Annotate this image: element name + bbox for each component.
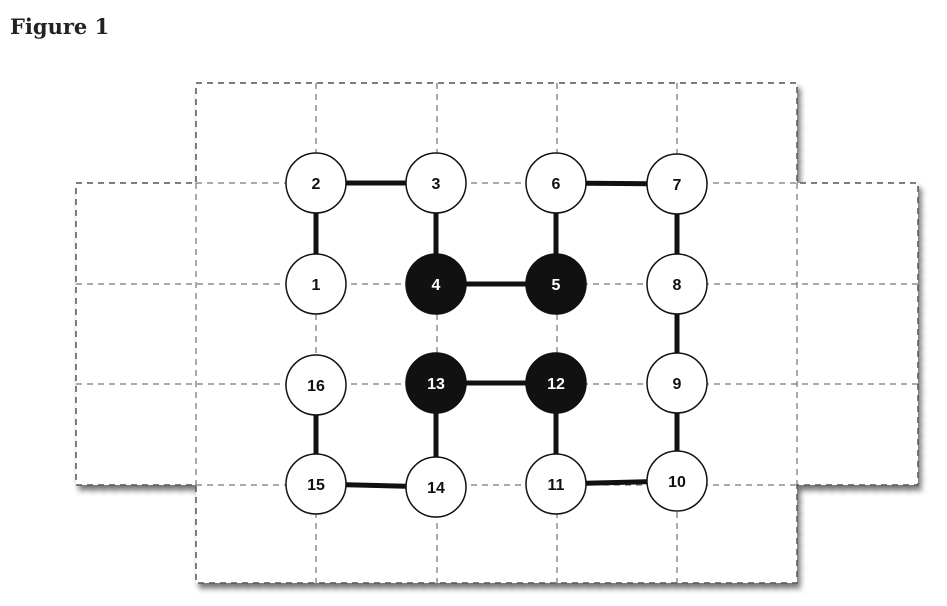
node-circle: [646, 352, 708, 414]
node-label: 7: [673, 177, 682, 194]
node-2: 2: [285, 152, 347, 214]
node-9: 9: [646, 352, 708, 414]
node-label: 16: [307, 378, 325, 395]
board-outline: [75, 82, 919, 584]
node-1: 1: [285, 253, 347, 315]
node-label: 6: [552, 176, 561, 193]
node-circle: [525, 253, 587, 315]
node-label: 3: [432, 176, 441, 193]
node-14: 14: [405, 456, 467, 518]
node-4: 4: [405, 253, 467, 315]
node-circle: [646, 450, 708, 512]
node-11: 11: [525, 453, 587, 515]
node-8: 8: [646, 253, 708, 315]
node-label: 9: [673, 376, 682, 393]
node-5: 5: [525, 253, 587, 315]
node-circle: [405, 352, 467, 414]
node-circle: [405, 253, 467, 315]
node-circle: [285, 453, 347, 515]
board: [75, 82, 919, 584]
figure-title: Figure 1: [10, 14, 110, 39]
node-label: 14: [427, 480, 445, 497]
node-12: 12: [525, 352, 587, 414]
node-label: 13: [427, 376, 445, 393]
node-label: 10: [668, 474, 686, 491]
node-label: 2: [312, 176, 321, 193]
node-circle: [285, 152, 347, 214]
node-circle: [525, 152, 587, 214]
node-circle: [405, 456, 467, 518]
node-label: 5: [552, 277, 561, 294]
node-circle: [646, 253, 708, 315]
node-label: 1: [312, 277, 321, 294]
node-15: 15: [285, 453, 347, 515]
node-label: 8: [673, 277, 682, 294]
node-circle: [405, 152, 467, 214]
node-label: 12: [547, 376, 565, 393]
node-3: 3: [405, 152, 467, 214]
node-label: 11: [548, 477, 565, 494]
node-label: 4: [432, 277, 441, 294]
node-circle: [525, 352, 587, 414]
node-circle: [525, 453, 587, 515]
node-circle: [646, 153, 708, 215]
node-10: 10: [646, 450, 708, 512]
node-circle: [285, 354, 347, 416]
node-label: 15: [307, 477, 325, 494]
node-16: 16: [285, 354, 347, 416]
node-13: 13: [405, 352, 467, 414]
node-circle: [285, 253, 347, 315]
node-6: 6: [525, 152, 587, 214]
node-7: 7: [646, 153, 708, 215]
